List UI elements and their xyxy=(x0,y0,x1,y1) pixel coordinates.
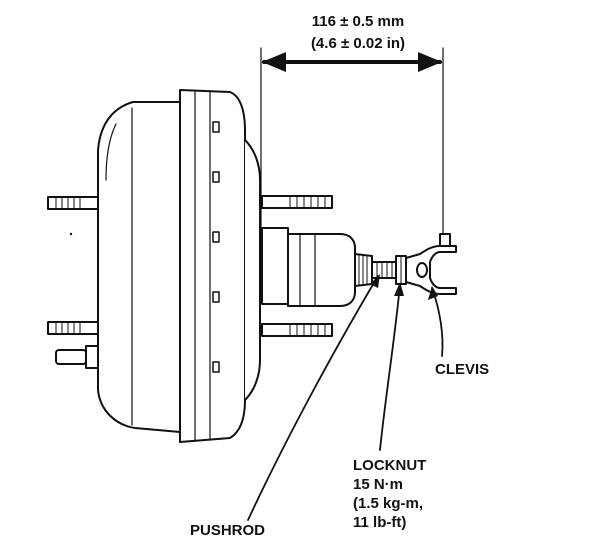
locknut-label: LOCKNUT 15 N·m (1.5 kg-m, 11 lb-ft) xyxy=(353,456,426,532)
booster-rear-shell xyxy=(97,101,181,433)
pushrod-assembly xyxy=(354,253,397,287)
vacuum-fitting xyxy=(55,345,99,369)
locknut-label-line: (1.5 kg-m, xyxy=(353,495,424,512)
dimension-arrow xyxy=(262,52,442,72)
dimension-metric: 116 ± 0.5 mm xyxy=(311,13,405,30)
valve-body xyxy=(261,227,356,307)
locknut xyxy=(395,255,407,285)
right-mounting-studs xyxy=(261,195,333,337)
extension-lines xyxy=(260,47,444,241)
booster-front-shell xyxy=(179,89,261,443)
flange-tabs xyxy=(212,121,220,373)
stray-mark xyxy=(69,232,73,236)
clevis xyxy=(405,233,457,295)
locknut-label-line: LOCKNUT xyxy=(353,457,427,474)
locknut-label-line: 15 N·m xyxy=(353,476,404,493)
pushrod-label: PUSHROD xyxy=(190,522,266,539)
leader-lines xyxy=(247,274,444,521)
locknut-label-line: 11 lb-ft) xyxy=(353,514,407,531)
dimension-imperial: (4.6 ± 0.02 in) xyxy=(310,35,406,52)
clevis-label: CLEVIS xyxy=(435,361,490,378)
left-mounting-studs xyxy=(47,196,99,335)
